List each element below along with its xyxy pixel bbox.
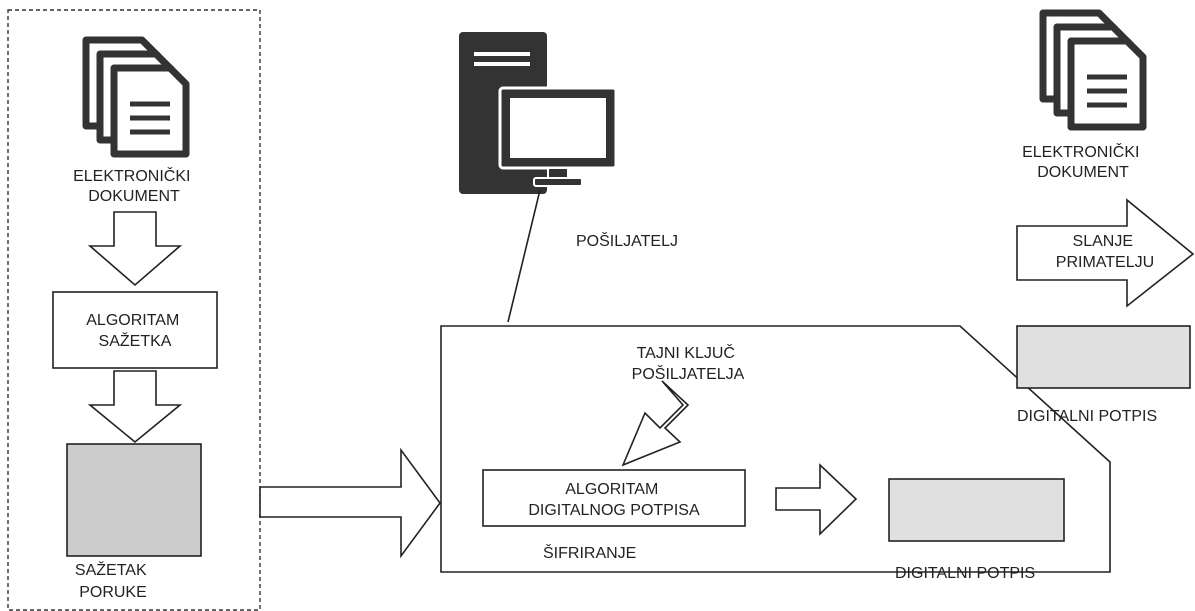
received-signature-label: DIGITALNI POTPIS	[1017, 408, 1157, 425]
down-arrow-to-hash-algorithm	[87, 211, 183, 287]
message-digest-box	[66, 443, 202, 557]
digital-signature-box	[888, 478, 1065, 542]
arrow-to-signature	[775, 463, 858, 536]
message-digest-label: SAŽETAK PORUKE	[75, 560, 151, 601]
signature-algorithm-box	[482, 469, 746, 527]
down-arrow-to-digest	[87, 370, 183, 444]
key-arrow	[621, 380, 690, 467]
signing-panel	[440, 325, 1111, 573]
sender-label: POŠILJATELJ	[576, 231, 678, 250]
computer-connector-line	[507, 189, 541, 323]
secret-key-label: TAJNI KLJUČ POŠILJATELJA	[632, 343, 745, 383]
encryption-label: ŠIFRIRANJE	[543, 543, 636, 562]
computer-icon	[459, 32, 618, 194]
document-icon	[86, 40, 186, 154]
send-to-receiver-arrow	[1016, 198, 1195, 308]
received-document-label: ELEKTRONIČKI DOKUMENT	[1022, 142, 1144, 181]
received-signature-box	[1016, 325, 1191, 389]
arrow-to-signing-panel	[259, 447, 441, 559]
signature-algorithm-label: ALGORITAM DIGITALNOG POTPISA	[528, 481, 700, 519]
hash-algorithm-box	[52, 291, 218, 369]
received-document-icon	[1043, 13, 1143, 127]
document-label: ELEKTRONIČKI DOKUMENT	[73, 166, 195, 205]
sender-hash-group-border	[7, 9, 261, 611]
digital-signature-label: DIGITALNI POTPIS	[895, 565, 1035, 582]
hash-algorithm-label: ALGORITAM SAŽETKA	[86, 312, 184, 350]
send-to-receiver-label: SLANJE PRIMATELJU	[1056, 233, 1154, 271]
